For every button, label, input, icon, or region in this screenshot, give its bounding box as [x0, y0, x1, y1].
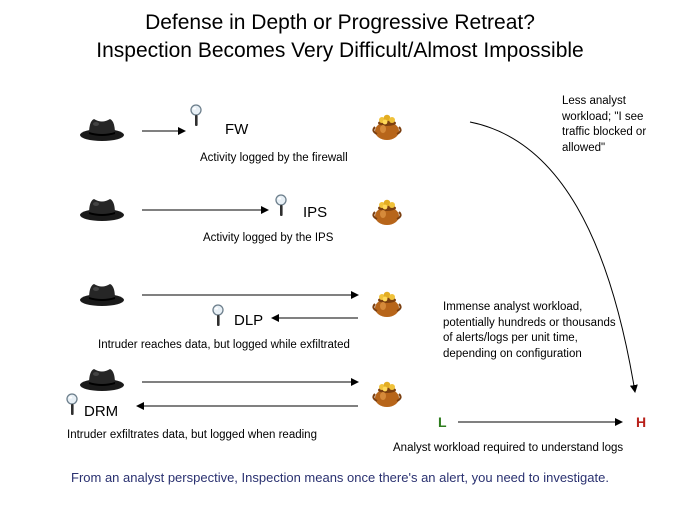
drm-caption: Intruder exfiltrates data, but logged wh… — [67, 429, 317, 441]
treasure-pot-icon — [372, 198, 402, 226]
black-hat-icon — [80, 199, 124, 221]
magnifying-glass-icon — [66, 393, 78, 416]
black-hat-icon — [80, 119, 124, 141]
fw-caption: Activity logged by the firewall — [200, 152, 348, 164]
black-hat-icon — [80, 284, 124, 306]
magnifying-glass-icon — [275, 194, 287, 217]
dlp-caption: Intruder reaches data, but logged while … — [98, 339, 350, 351]
title-line-2: Inspection Becomes Very Difficult/Almost… — [96, 39, 584, 62]
treasure-pot-icon — [372, 380, 402, 408]
treasure-pot-icon — [372, 113, 402, 141]
magnifying-glass-icon — [212, 304, 224, 327]
magnifying-glass-icon — [190, 104, 202, 127]
fw-label: FW — [225, 121, 249, 138]
drm-label: DRM — [84, 403, 119, 420]
treasure-pot-icon — [372, 290, 402, 318]
title-line-1: Defense in Depth or Progressive Retreat? — [145, 11, 535, 34]
black-hat-icon — [80, 369, 124, 391]
ips-caption: Activity logged by the IPS — [203, 232, 334, 244]
ips-label: IPS — [303, 204, 328, 221]
footer-text: From an analyst perspective, Inspection … — [71, 470, 609, 485]
note-high-workload: Immense analyst workload, potentially hu… — [443, 301, 616, 360]
scale-high-label: H — [636, 414, 647, 430]
scale-low-label: L — [438, 414, 447, 430]
scale-caption: Analyst workload required to understand … — [393, 442, 624, 454]
workload-curve-arrow — [469, 121, 638, 393]
note-low-workload: Less analyst workload; "I see traffic bl… — [562, 95, 647, 154]
dlp-label: DLP — [234, 312, 264, 329]
